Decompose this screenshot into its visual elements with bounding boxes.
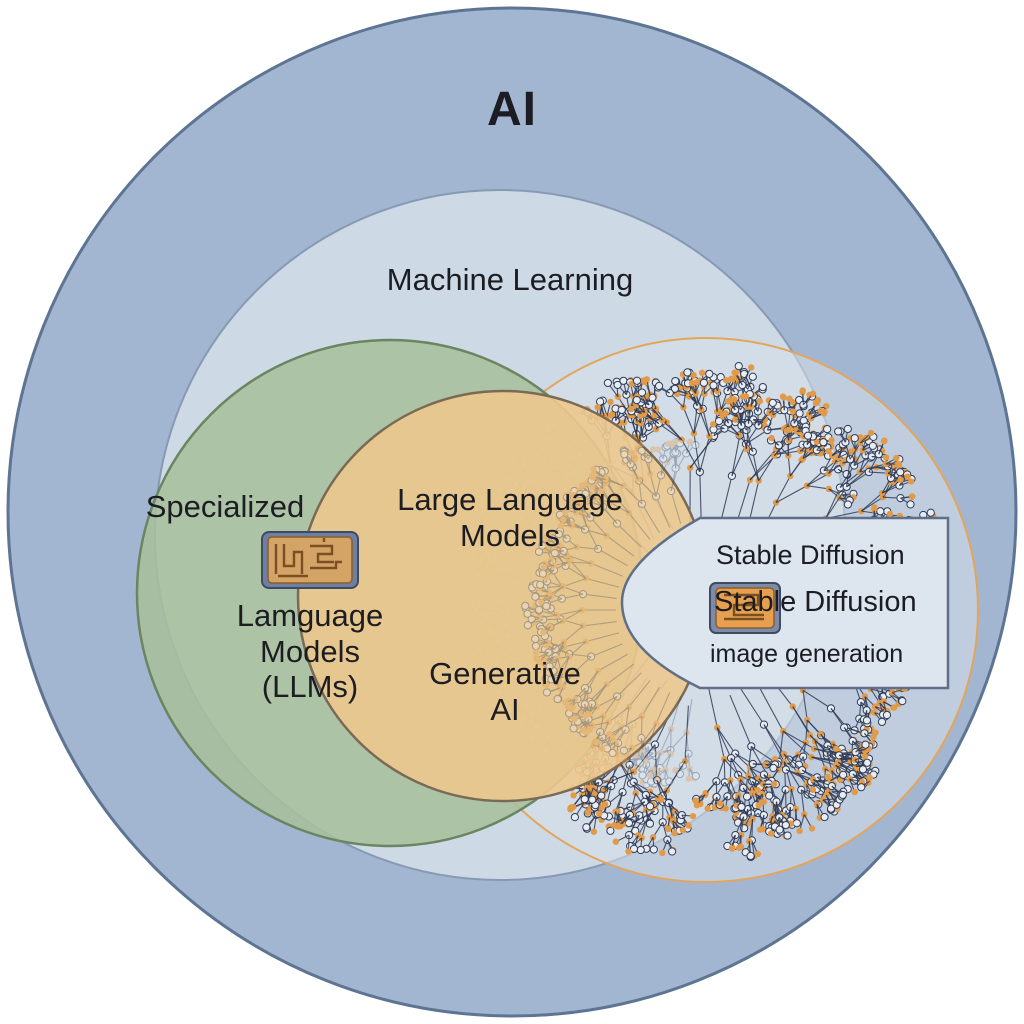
chip-icon	[709, 582, 781, 634]
language-models-label: Lamguage Models (LLMs)	[195, 598, 425, 705]
generative-ai-label: Generative AI	[380, 656, 630, 727]
large-language-models-label: Large Language Models	[360, 482, 660, 553]
language-models-line-2: Models	[260, 633, 360, 669]
llm-line-1: Large Language	[397, 482, 623, 517]
generative-line-2: AI	[490, 691, 520, 727]
chip-icon	[261, 531, 359, 589]
llm-line-2: Models	[460, 517, 560, 553]
ai-label: AI	[487, 83, 537, 136]
language-models-line-1: Lamguage	[236, 598, 384, 633]
machine-learning-label: Machine Learning	[386, 262, 634, 297]
specialized-label: Specialized	[145, 489, 305, 524]
language-models-line-3: (LLMs)	[261, 669, 359, 705]
generative-line-1: Generative	[429, 656, 581, 691]
stable-diffusion-panel	[620, 516, 950, 690]
stable-diffusion-label: Stable Diffusion	[716, 540, 905, 570]
stable-diffusion-label-2: Stable Diffusion	[714, 586, 917, 618]
image-generation-label: image generation	[710, 640, 904, 668]
